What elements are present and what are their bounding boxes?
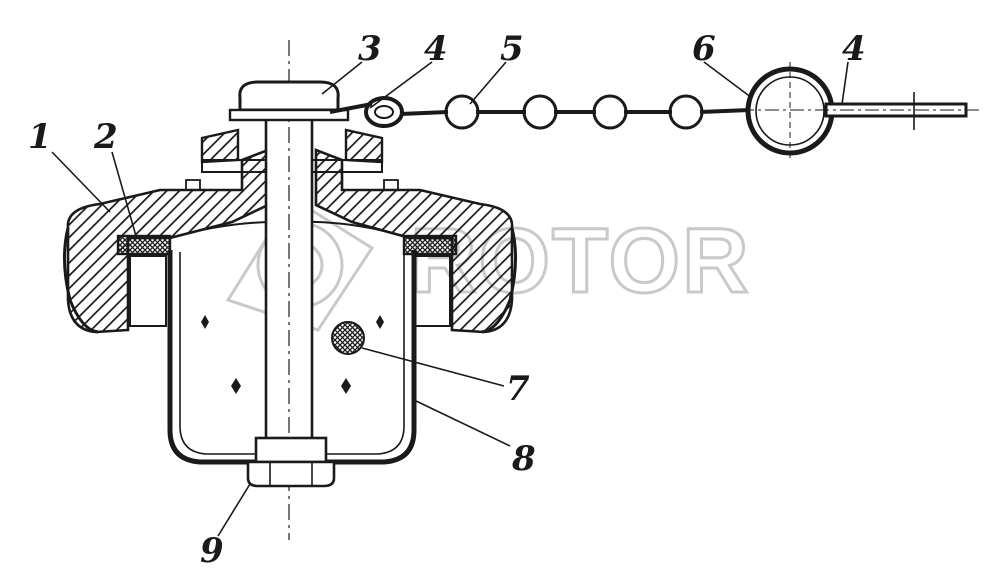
label-part-3: 3 — [358, 29, 382, 69]
label-part-4-rod: 4 — [842, 29, 866, 69]
central-bolt — [228, 40, 350, 540]
label-part-6: 6 — [692, 29, 716, 69]
filter-mesh — [331, 321, 365, 355]
housing-body — [62, 128, 518, 334]
part-labels: 1 2 3 4 5 6 4 7 8 9 — [28, 29, 866, 571]
label-part-1: 1 — [28, 117, 52, 157]
label-part-5: 5 — [500, 29, 524, 69]
label-part-4-chain: 4 — [424, 29, 448, 69]
ring — [745, 62, 835, 162]
label-part-7: 7 — [506, 369, 530, 409]
gasket — [116, 234, 458, 256]
bowl-markers — [201, 315, 384, 394]
label-part-8: 8 — [511, 439, 536, 479]
label-part-9: 9 — [200, 531, 224, 571]
chain — [329, 94, 751, 130]
leader-lines — [51, 61, 849, 537]
label-part-2: 2 — [93, 117, 118, 157]
rod — [740, 92, 980, 130]
